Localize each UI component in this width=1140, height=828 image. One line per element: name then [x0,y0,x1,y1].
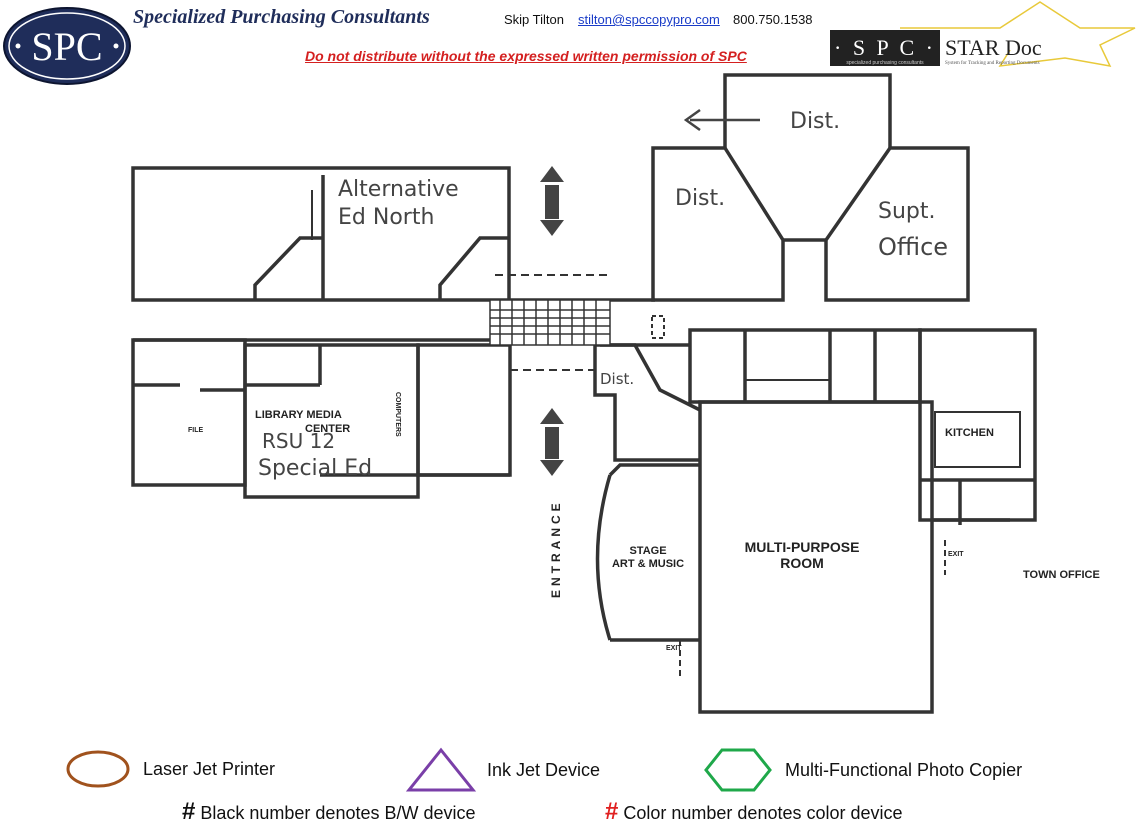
logo-text: SPC [31,24,102,69]
label-exit-1: EXIT [948,551,964,558]
label-alt-ed-2: Ed North [338,205,434,230]
wall-supt [824,146,970,302]
wall-dist-left [651,146,785,302]
label-computers: COMPUTERS [394,392,401,437]
wall-dist-top [723,73,892,148]
company-name: Specialized Purchasing Consultants [133,6,430,28]
label-alt-ed-1: Alternative [338,177,459,202]
legend-inkjet: Ink Jet Device [487,760,601,780]
color-note-text: Color number denotes color device [623,803,903,823]
stardoc-right-text: STAR Doc [945,35,1042,60]
bw-hash-symbol: # [182,798,196,825]
distribution-warning: Do not distribute without the expressed … [305,48,747,64]
label-entrance: ENTRANCE [549,499,563,598]
legend-copier: Multi-Functional Photo Copier [785,760,1023,780]
label-dist-left: Dist. [675,186,725,211]
label-stage-2: ART & MUSIC [612,558,684,570]
label-library-2: CENTER [305,423,350,435]
wall-multipurpose [698,400,934,714]
stardoc-left-text: · S P C · [834,35,936,60]
contact-name: Skip Tilton [504,12,564,27]
inkjet-legend-icon [405,747,477,792]
label-exit-2: EXIT [666,645,682,652]
label-stage-1: STAGE [629,545,666,557]
stardoc-left-subtext: specialized purchasing consultants [846,60,924,66]
label-kitchen: KITCHEN [945,427,994,439]
spc-logo: SPC [3,7,131,85]
contact-email-link[interactable]: stilton@spccopypro.com [578,12,720,27]
laser-printer-legend-icon [66,750,130,788]
wall-north-wing [131,166,511,302]
legend-bw-note: # Black number denotes B/W device [182,798,476,826]
legend-color-note: # Color number denotes color device [605,798,903,826]
bw-note-text: Black number denotes B/W device [200,803,476,823]
legend-laser-printer: Laser Jet Printer [143,759,276,779]
label-dist-small: Dist. [600,370,634,388]
contact-phone: 800.750.1538 [733,12,813,27]
wall-kitchen-block [918,328,1037,522]
label-file: FILE [188,427,203,434]
label-rsu-1: RSU 12 [262,429,335,453]
label-supt-2: Office [878,233,948,261]
label-town-office: TOWN OFFICE [1023,569,1100,581]
label-mpr-2: ROOM [780,555,824,571]
entrance-arrows [540,166,564,476]
stardoc-right-subtext: System for Tracking and Reporting Docume… [945,61,1040,66]
wall-stage-arc [595,474,612,641]
star-outline [900,1,1136,67]
wall-left-wing [131,338,247,487]
label-library-1: LIBRARY MEDIA [255,409,342,421]
stardoc-logo: · S P C · specialized purchasing consult… [830,1,1136,67]
label-dist-top: Dist. [790,109,840,134]
label-supt-1: Supt. [878,199,936,224]
wall-library [243,343,420,499]
label-rsu-2: Special Ed [258,456,372,481]
label-mpr-1: MULTI-PURPOSE [745,539,860,555]
copier-legend-icon [704,748,772,792]
color-hash-symbol: # [605,798,619,825]
